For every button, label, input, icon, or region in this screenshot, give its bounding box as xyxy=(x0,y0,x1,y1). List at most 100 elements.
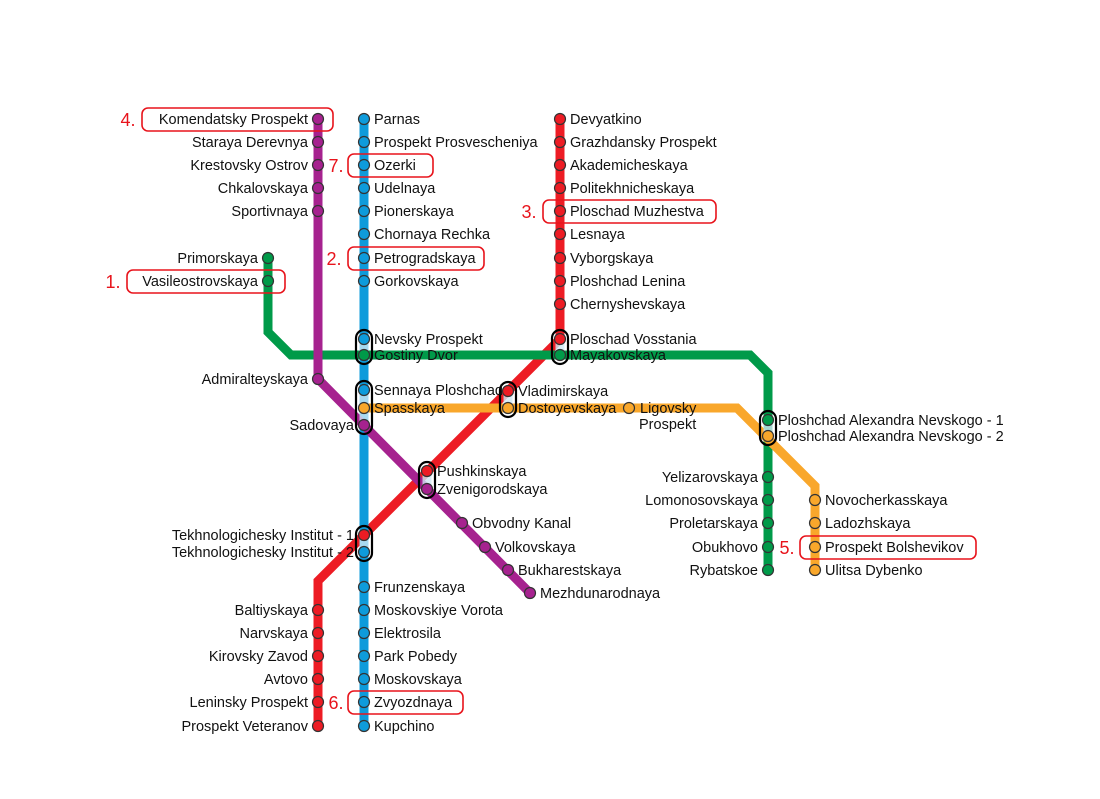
station-ploschad-muzhestva[interactable] xyxy=(553,204,567,218)
station-proletarskaya[interactable] xyxy=(761,516,775,530)
station-label-avtovo: Avtovo xyxy=(264,672,308,688)
station-mayakovskaya[interactable] xyxy=(553,348,567,362)
station-kirovsky-zavod[interactable] xyxy=(311,649,325,663)
station-label-park-pobedy: Park Pobedy xyxy=(374,649,458,665)
station-sportivnaya[interactable] xyxy=(311,204,325,218)
station-lomonosovskaya[interactable] xyxy=(761,493,775,507)
station-grazhdansky-prospekt[interactable] xyxy=(553,135,567,149)
station-ploshchad-alexandra-nevskogo-1[interactable] xyxy=(761,413,775,427)
station-obvodny-kanal[interactable] xyxy=(455,516,469,530)
station-bukharestskaya[interactable] xyxy=(501,563,515,577)
station-udelnaya[interactable] xyxy=(357,181,371,195)
station-leninsky-prospekt[interactable] xyxy=(311,695,325,709)
station-vasileostrovskaya[interactable] xyxy=(261,274,275,288)
highlight-number: 4. xyxy=(120,110,135,130)
station-tekhnologichesky-institut-1[interactable] xyxy=(357,528,371,542)
station-gorkovskaya[interactable] xyxy=(357,274,371,288)
station-obukhovo[interactable] xyxy=(761,540,775,554)
station-kupchino[interactable] xyxy=(357,719,371,733)
station-yelizarovskaya[interactable] xyxy=(761,470,775,484)
station-label-vyborgskaya: Vyborgskaya xyxy=(570,251,654,267)
station-prospekt-prosvescheniya[interactable] xyxy=(357,135,371,149)
station-label-prospekt-bolshevikov: Prospekt Bolshevikov xyxy=(825,540,964,556)
station-dostoyevskaya[interactable] xyxy=(501,401,515,415)
highlight-number: 7. xyxy=(328,156,343,176)
highlight-markers: 1.2.3.4.5.6.7. xyxy=(105,107,977,715)
station-baltiyskaya[interactable] xyxy=(311,603,325,617)
station-label-gorkovskaya: Gorkovskaya xyxy=(374,274,460,290)
station-label-frunzenskaya: Frunzenskaya xyxy=(374,580,466,596)
station-pushkinskaya[interactable] xyxy=(420,464,434,478)
station-label-chernyshevskaya: Chernyshevskaya xyxy=(570,297,686,313)
station-narvskaya[interactable] xyxy=(311,626,325,640)
station-label-kupchino: Kupchino xyxy=(374,719,434,735)
station-gostiny-dvor[interactable] xyxy=(357,348,371,362)
station-chornaya-rechka[interactable] xyxy=(357,227,371,241)
station-label-ulitsa-dybenko: Ulitsa Dybenko xyxy=(825,563,923,579)
highlight-number: 6. xyxy=(328,693,343,713)
station-ozerki[interactable] xyxy=(357,158,371,172)
station-ploschad-vosstania[interactable] xyxy=(553,332,567,346)
station-ulitsa-dybenko[interactable] xyxy=(808,563,822,577)
station-ploshchad-alexandra-nevskogo-2[interactable] xyxy=(761,429,775,443)
station-pionerskaya[interactable] xyxy=(357,204,371,218)
station-label-spasskaya: Spasskaya xyxy=(374,401,446,417)
station-volkovskaya[interactable] xyxy=(478,540,492,554)
station-label-tekhnologichesky-institut-1: Tekhnologichesky Institut - 1 xyxy=(172,528,354,544)
station-label-sennaya-ploshchad: Sennaya Ploshchad xyxy=(374,383,503,399)
station-lesnaya[interactable] xyxy=(553,227,567,241)
station-sennaya-ploshchad[interactable] xyxy=(357,383,371,397)
station-novocherkasskaya[interactable] xyxy=(808,493,822,507)
station-mezhdunarodnaya[interactable] xyxy=(523,586,537,600)
station-petrogradskaya[interactable] xyxy=(357,251,371,265)
station-label-moskovskiye-vorota: Moskovskiye Vorota xyxy=(374,603,504,619)
station-primorskaya[interactable] xyxy=(261,251,275,265)
station-staraya-derevnya[interactable] xyxy=(311,135,325,149)
highlight-number: 5. xyxy=(779,538,794,558)
station-zvyozdnaya[interactable] xyxy=(357,695,371,709)
station-prospekt-veteranov[interactable] xyxy=(311,719,325,733)
station-prospekt-bolshevikov[interactable] xyxy=(808,540,822,554)
station-akademicheskaya[interactable] xyxy=(553,158,567,172)
highlight-box-petrogradskaya xyxy=(347,246,485,271)
station-politekhnicheskaya[interactable] xyxy=(553,181,567,195)
station-label-zvenigorodskaya: Zvenigorodskaya xyxy=(437,482,548,498)
station-frunzenskaya[interactable] xyxy=(357,580,371,594)
station-park-pobedy[interactable] xyxy=(357,649,371,663)
station-spasskaya[interactable] xyxy=(357,401,371,415)
station-vyborgskaya[interactable] xyxy=(553,251,567,265)
station-sadovaya[interactable] xyxy=(357,418,371,432)
station-chernyshevskaya[interactable] xyxy=(553,297,567,311)
station-moskovskaya[interactable] xyxy=(357,672,371,686)
station-elektrosila[interactable] xyxy=(357,626,371,640)
station-avtovo[interactable] xyxy=(311,672,325,686)
station-moskovskiye-vorota[interactable] xyxy=(357,603,371,617)
station-ladozhskaya[interactable] xyxy=(808,516,822,530)
station-chkalovskaya[interactable] xyxy=(311,181,325,195)
station-devyatkino[interactable] xyxy=(553,112,567,126)
station-admiralteyskaya[interactable] xyxy=(311,372,325,386)
station-ligovsky-prospekt[interactable] xyxy=(622,401,636,415)
station-rybatskoe[interactable] xyxy=(761,563,775,577)
station-label-chkalovskaya: Chkalovskaya xyxy=(218,181,309,197)
station-vladimirskaya[interactable] xyxy=(501,384,515,398)
station-ploshchad-lenina[interactable] xyxy=(553,274,567,288)
station-nevsky-prospekt[interactable] xyxy=(357,332,371,346)
station-zvenigorodskaya[interactable] xyxy=(420,482,434,496)
highlight-box-vasileostrovskaya xyxy=(126,269,286,294)
station-komendatsky-prospekt[interactable] xyxy=(311,112,325,126)
station-label-nevsky-prospekt: Nevsky Prospekt xyxy=(374,332,483,348)
highlight-box-ploschad-muzhestva xyxy=(542,199,717,224)
station-label-baltiyskaya: Baltiyskaya xyxy=(235,603,309,619)
station-parnas[interactable] xyxy=(357,112,371,126)
station-krestovsky-ostrov[interactable] xyxy=(311,158,325,172)
station-label-vladimirskaya: Vladimirskaya xyxy=(518,384,609,400)
station-tekhnologichesky-institut-2[interactable] xyxy=(357,545,371,559)
station-label-yelizarovskaya: Yelizarovskaya xyxy=(662,470,759,486)
station-label-ploshchad-alexandra-nevskogo-1: Ploshchad Alexandra Nevskogo - 1 xyxy=(778,413,1004,429)
station-label-gostiny-dvor: Gostiny Dvor xyxy=(374,348,458,364)
interchange-outline xyxy=(354,328,374,366)
